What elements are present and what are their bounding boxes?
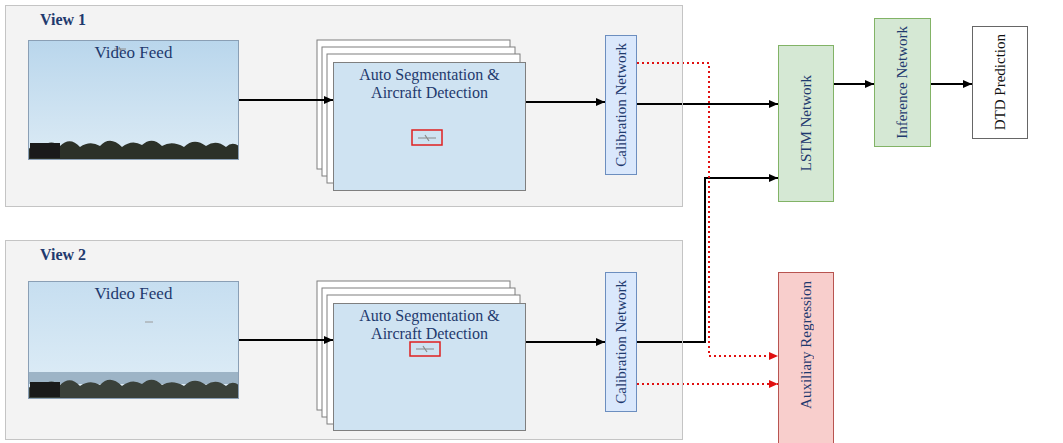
vertical-label: Calibration Network [613,280,630,404]
view-heading: View 2 [40,246,86,264]
frame-stack [317,40,526,191]
calibration-box: Calibration Network [605,35,637,175]
flow-arrow [239,339,333,341]
panel-fill [5,5,683,207]
view-panel: View 2 Video FeedAuto Segmentation & Airc… [5,240,683,440]
panel-fill [5,240,683,440]
output-box: DTD Prediction [972,26,1028,139]
detection-box: Auto Segmentation & Aircraft Detection [333,303,526,431]
video-frame [28,40,239,160]
box-label: Auto Segmentation & Aircraft Detection [356,66,503,101]
auxiliary-arrow [637,383,778,385]
flow-arrow [834,83,874,85]
view-panel: View 1 Video FeedAuto Segmentation & Airc… [5,5,683,207]
flow-arrow [526,341,605,343]
flow-arrow [931,83,972,85]
detection-box: Auto Segmentation & Aircraft Detection [333,62,526,191]
auxiliary-box: Auxiliary Regression [778,272,834,443]
auxiliary-arrow [637,63,778,356]
flow-arrow [526,101,605,103]
vertical-label: Inference Network [894,26,911,139]
lstm-box: LSTM Network [778,45,834,202]
video-feed: Video Feed [28,40,239,160]
view-heading: View 1 [40,11,86,29]
video-feed: Video Feed [28,281,239,399]
box-label: Auto Segmentation & Aircraft Detection [356,307,503,342]
video-frame [28,281,239,399]
vertical-label: DTD Prediction [992,34,1009,130]
vertical-label: Auxiliary Regression [798,281,815,409]
vertical-label: LSTM Network [798,75,815,171]
frame-stack [317,281,526,431]
flow-arrow [239,99,333,101]
vertical-label: Calibration Network [613,43,630,167]
calibration-box: Calibration Network [605,272,637,412]
box-label: Video Feed [95,284,173,304]
inference-box: Inference Network [874,18,931,147]
flow-arrow [637,103,778,105]
flow-arrow [637,178,778,342]
box-label: Video Feed [95,43,173,63]
